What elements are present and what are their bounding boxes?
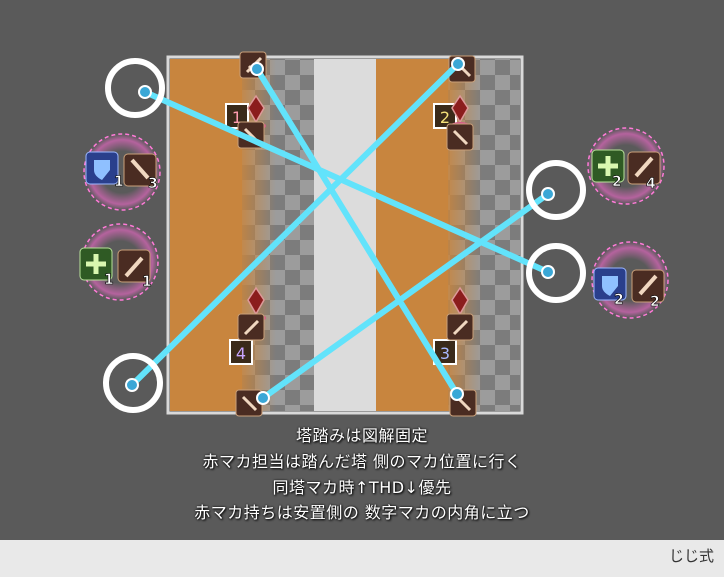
endpoint-dot xyxy=(450,387,464,401)
endpoint-dot xyxy=(250,62,264,76)
debuff-group-right-bottom: 2 2 xyxy=(591,241,669,319)
sword-icon xyxy=(241,395,258,412)
path-line xyxy=(260,191,551,401)
endpoint-dot xyxy=(541,265,555,279)
debuff-count: 1 xyxy=(142,274,152,290)
sword-token-mid-right-bottom xyxy=(446,313,474,341)
debuff-count: 1 xyxy=(104,272,114,288)
debuff-count: 3 xyxy=(148,176,158,192)
footer-label: じじ式 xyxy=(668,547,714,565)
caption-line-1: 塔踏みは図解固定 xyxy=(295,426,428,445)
endpoint-dot xyxy=(125,378,139,392)
tower-number: 1 xyxy=(232,108,242,127)
debuff-group-left-top: 1 3 xyxy=(83,133,161,211)
debuff-group-left-bottom: 1 1 xyxy=(79,223,159,301)
ring-top-left xyxy=(105,58,165,118)
debuff-count: 4 xyxy=(646,176,656,192)
ring-right-top xyxy=(526,160,586,220)
tower-number: 4 xyxy=(236,344,246,363)
debuff-group-right-top: 2 4 xyxy=(587,127,665,205)
debuff-glow xyxy=(587,127,665,205)
sword-icon xyxy=(452,319,469,336)
endpoint-dot xyxy=(541,187,555,201)
endpoint-dot xyxy=(451,57,465,71)
endpoint-dot xyxy=(138,85,152,99)
sword-token-mid-right-top xyxy=(446,123,474,151)
caption-line-3: 同塔マカ時↑THD↓優先 xyxy=(272,478,452,497)
sword-icon xyxy=(243,319,260,336)
sword-token-bottom-left xyxy=(235,389,263,417)
debuff-count: 2 xyxy=(650,294,660,310)
debuff-count: 2 xyxy=(612,174,622,190)
endpoint-dot xyxy=(256,391,270,405)
caption-line-4: 赤マカ持ちは安置側の 数字マカの内角に立つ xyxy=(194,503,530,522)
ring-right-bottom xyxy=(526,243,586,303)
movement-lines xyxy=(129,61,551,401)
ring-bottom-left xyxy=(103,353,163,413)
path-line xyxy=(129,61,461,388)
debuff-count: 1 xyxy=(114,174,124,190)
caption-line-2: 赤マカ担当は踏んだ塔 側のマカ位置に行く xyxy=(202,452,522,471)
tower-number: 2 xyxy=(440,108,450,127)
safe-rings xyxy=(103,58,586,413)
path-line xyxy=(254,66,460,397)
debuff-count: 2 xyxy=(614,292,624,308)
sword-icon xyxy=(452,129,469,146)
tower-number: 3 xyxy=(440,344,450,363)
footer-bar xyxy=(0,540,724,577)
line-endpoints xyxy=(125,57,555,405)
sword-token-mid-left-bottom xyxy=(237,313,265,341)
tower-marker-2: 2 xyxy=(433,94,470,130)
arena-border xyxy=(166,55,524,415)
